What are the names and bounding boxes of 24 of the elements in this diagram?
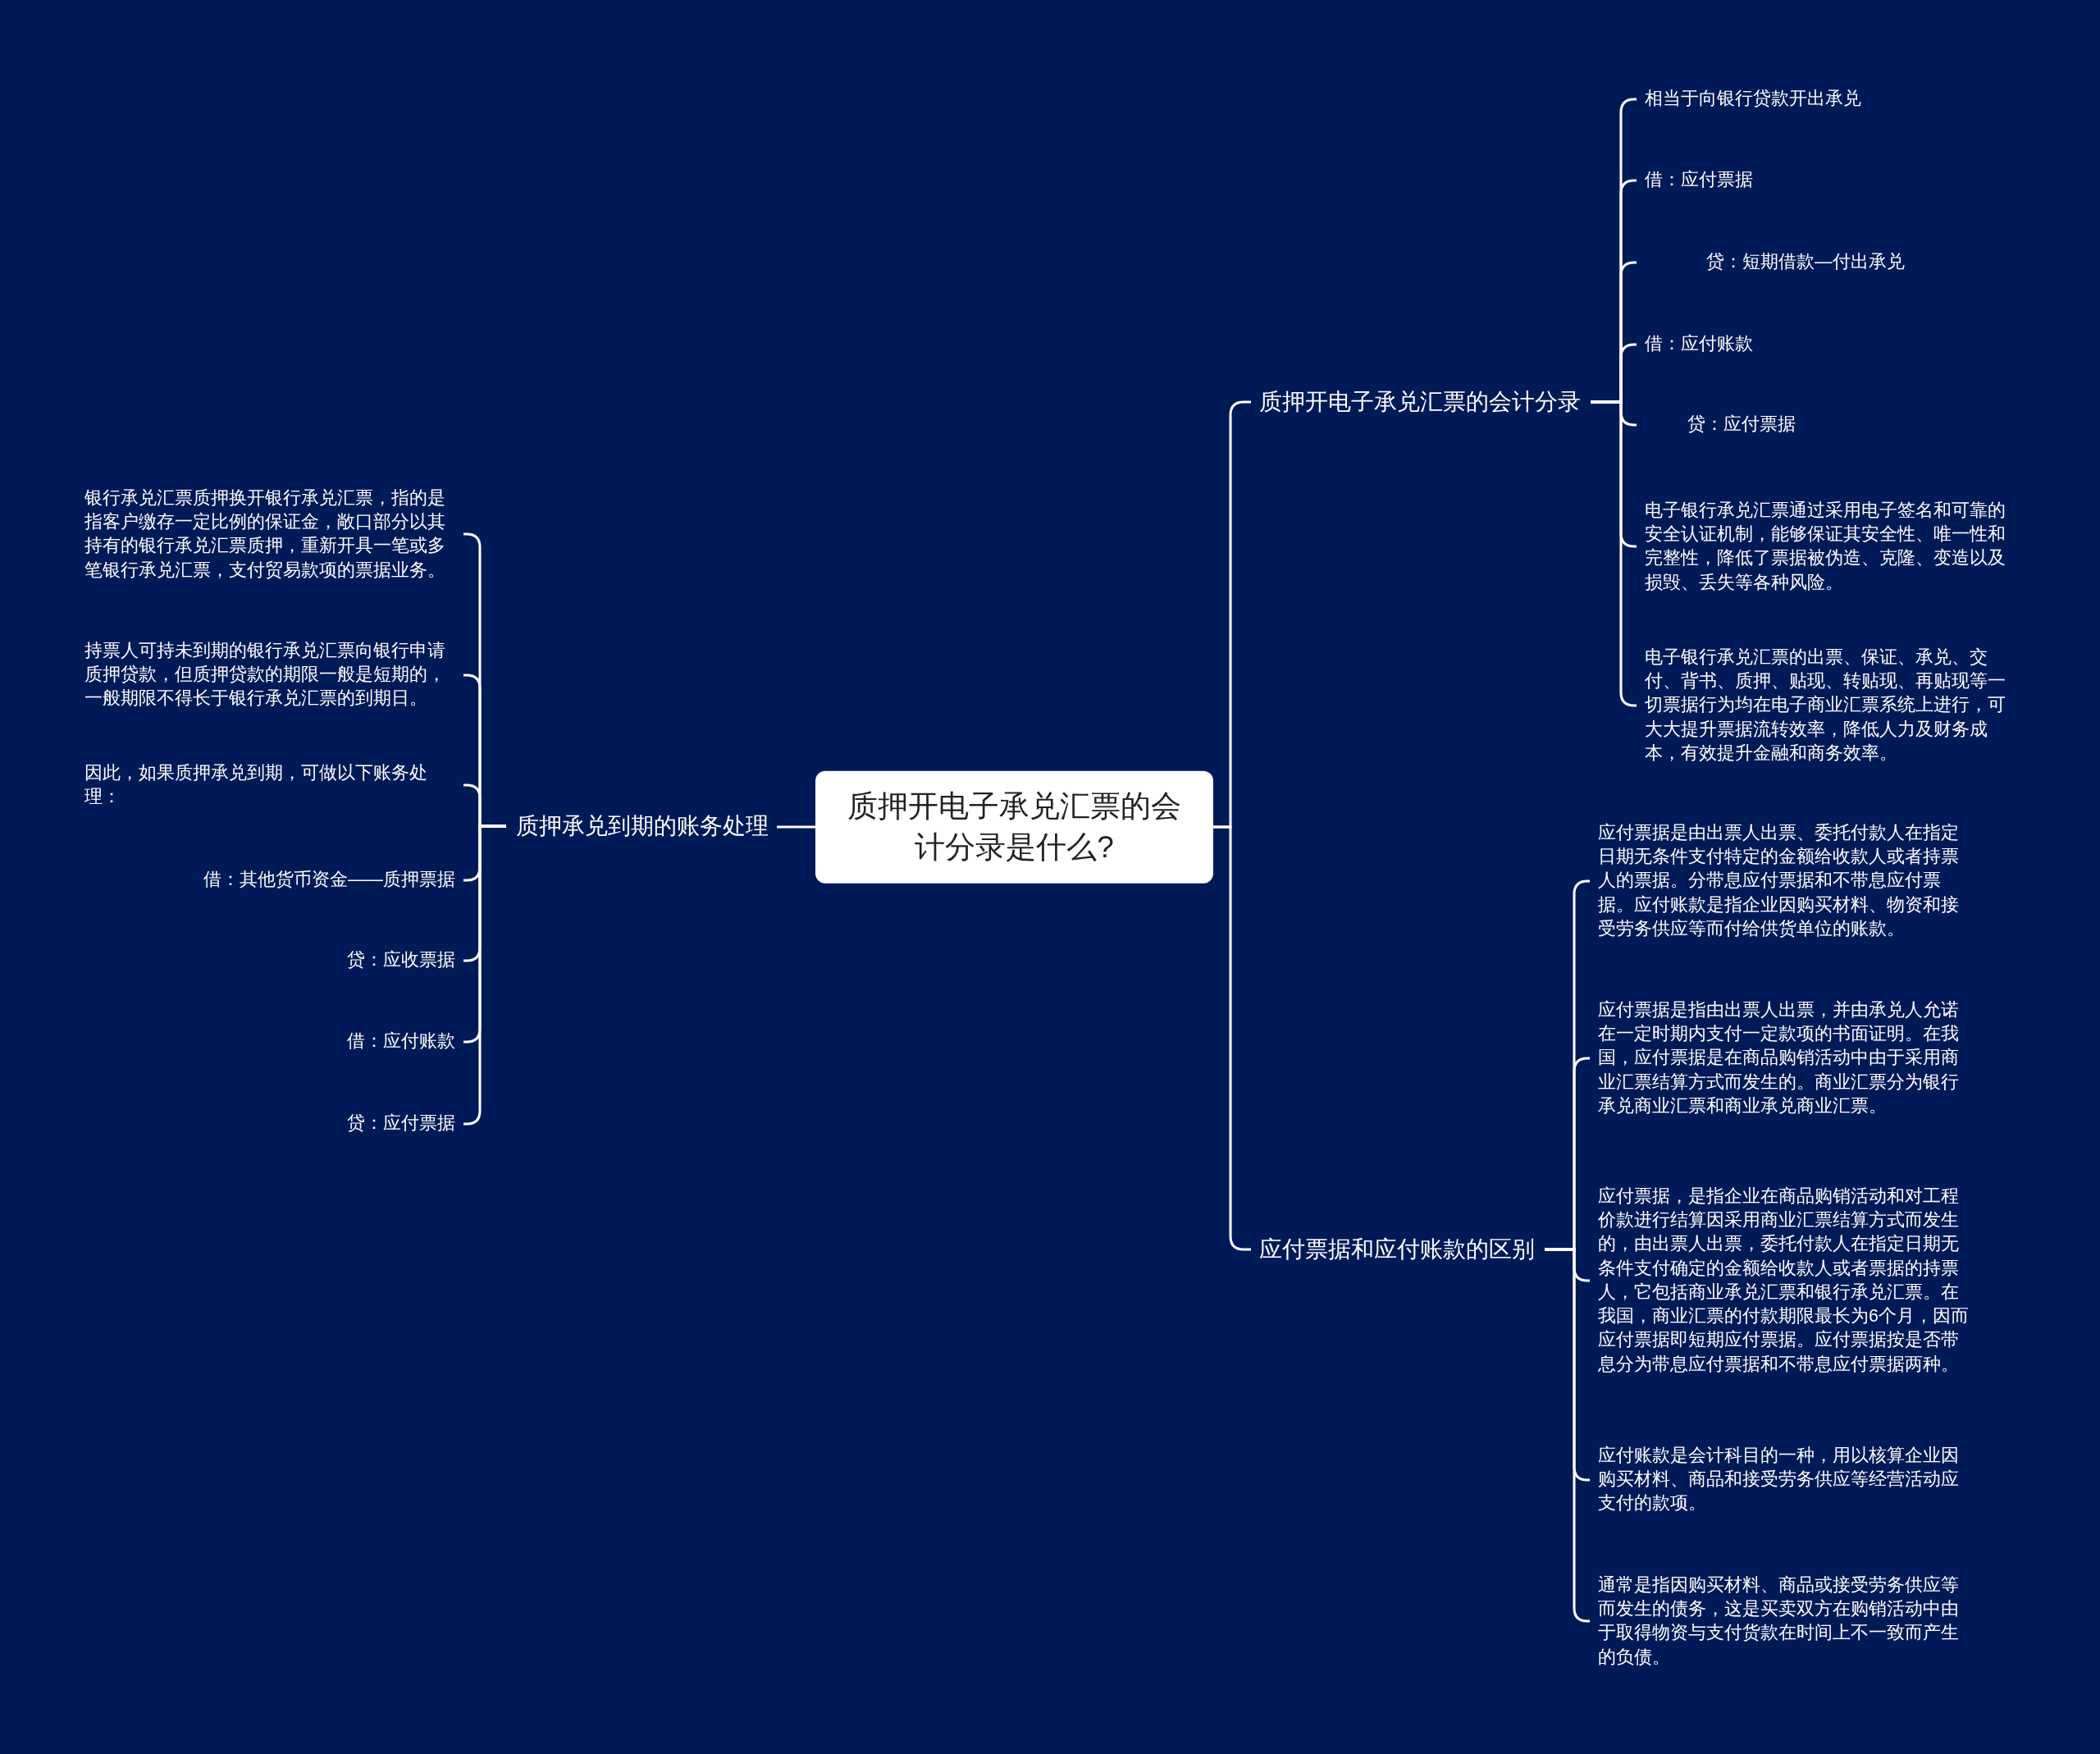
leaf-text: 电子银行承兑汇票通过采用电子签名和可靠的安全认证机制，能够保证其安全性、唯一性和完整性，降低了票据被伪造、克隆、变造以及损毁、丢失等各种风险。 — [1645, 498, 2022, 595]
leaf-text: 借：其他货币资金——质押票据 — [203, 868, 455, 893]
leaf-text: 相当于向银行贷款开出承兑 — [1645, 87, 1861, 112]
leaf-text: 贷：应付票据 — [1645, 413, 1796, 437]
leaf-text: 银行承兑汇票质押换开银行承兑汇票，指的是指客户缴存一定比例的保证金，敞口部分以其持有的银行承兑汇票质押，重新开具一笔或多笔银行承兑汇票，支付贸易款项的票据业务。 — [84, 486, 455, 582]
leaf-text: 通常是指因购买材料、商品或接受劳务供应等而发生的债务，这是买卖双方在购销活动中由于取得物资与支付货款在时间上不一致而产生的负债。 — [1598, 1573, 1975, 1669]
leaf-text: 贷：短期借款—付出承兑 — [1645, 250, 1905, 275]
leaf-text: 借：应付账款 — [347, 1030, 455, 1054]
leaf-text: 因此，如果质押承兑到期，可做以下账务处理： — [84, 761, 455, 810]
leaf-text: 应付账款是会计科目的一种，用以核算企业因购买材料、商品和接受劳务供应等经营活动应支付的款项。 — [1598, 1444, 1975, 1516]
leaf-text: 持票人可持未到期的银行承兑汇票向银行申请质押贷款，但质押贷款的期限一般是短期的，一般期限不得长于银行承兑汇票的到期日。 — [84, 639, 455, 711]
branch-topic: 质押开电子承兑汇票的会计分录 — [1259, 386, 1581, 418]
leaf-text: 应付票据是由出票人出票、委托付款人在指定日期无条件支付特定的金额给收款人或者持票人的票据。分带息应付票据和不带息应付票据。应付账款是指企业因购买材料、物资和接受劳务供应等而付给供货单位的账款。 — [1598, 820, 1975, 942]
branch-topic: 质押承兑到期的账务处理 — [516, 810, 769, 843]
leaf-text: 应付票据是指由出票人出票，并由承兑人允诺在一定时期内支付一定款项的书面证明。在我国，应付票据是在商品购销活动中由于采用商业汇票结算方式而发生的。商业汇票分为银行承兑商业汇票和商业承兑商业汇票。 — [1598, 998, 1975, 1119]
connector-line — [777, 825, 815, 829]
leaf-text: 应付票据，是指企业在商品购销活动和对工程价款进行结算因采用商业汇票结算方式而发生的，由出票人出票，委托付款人在指定日期无条件支付确定的金额给收款人或者票据的持票人，它包括商业承兑汇票和银行承兑汇票。在我国，商业汇票的付款期限最长为6个月，因而应付票据即短期应付票据。应付票据按是否带息分为带息应付票据和不带息应付票据两种。 — [1598, 1185, 1975, 1377]
branch-topic: 应付票据和应付账款的区别 — [1259, 1233, 1535, 1266]
leaf-text: 贷：应收票据 — [347, 948, 455, 973]
leaf-text: 借：应付票据 — [1645, 168, 1753, 193]
leaf-text: 贷：应付票据 — [347, 1112, 455, 1136]
leaf-text: 借：应付账款 — [1645, 332, 1753, 357]
leaf-text: 电子银行承兑汇票的出票、保证、承兑、交付、背书、质押、贴现、转贴现、再贴现等一切票据行为均在电子商业汇票系统上进行，可大大提升票据流转效率，降低人力及财务成本，有效提升金融和商务效率。 — [1645, 645, 2022, 766]
central-topic-box: 质押开电子承兑汇票的会计分录是什么? — [815, 770, 1213, 884]
